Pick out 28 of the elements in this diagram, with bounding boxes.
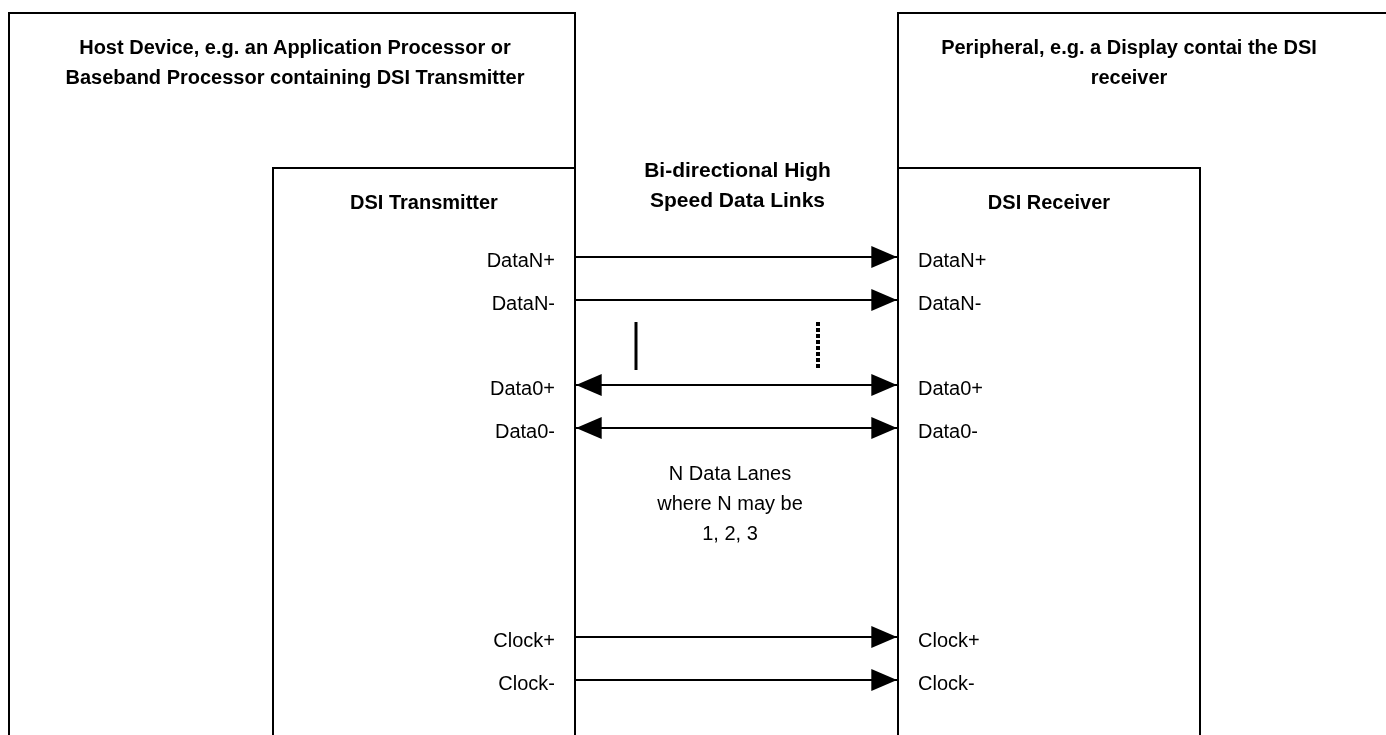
box-heading: DSI Transmitter: [349, 190, 499, 215]
arrow: [575, 417, 898, 439]
note-text: N Data Lanes where N may be 1, 2, 3: [656, 461, 804, 546]
box-heading: DSI Receiver: [986, 190, 1112, 215]
block-box: [897, 167, 1201, 735]
arrow: [575, 289, 898, 311]
pin-name: Clock+: [918, 628, 981, 653]
pin-name: Data0+: [918, 376, 985, 401]
pin-name: DataN+: [485, 248, 555, 273]
pin-name: Clock+: [492, 628, 555, 653]
pin-name: Clock-: [497, 671, 555, 696]
box-heading: Host Device, e.g. an Application Processor or Baseband Processor containing DSI Transmitter: [65, 35, 525, 90]
arrow: [575, 374, 898, 396]
arrow: [575, 626, 898, 648]
pin-name: Clock-: [918, 671, 976, 696]
device-box: [8, 12, 576, 735]
arrow: [575, 246, 898, 268]
link-caption: Bi-directional High Speed Data Links: [643, 157, 832, 213]
pin-name: Data0-: [493, 419, 555, 444]
pin-name: Data0+: [488, 376, 555, 401]
box-heading: Peripheral, e.g. a Display contai the DSI receiver: [940, 35, 1318, 90]
arrow: [575, 669, 898, 691]
device-box: [897, 12, 1386, 735]
block-box: [272, 167, 576, 735]
pin-name: DataN-: [490, 291, 555, 316]
pin-name: Data0-: [918, 419, 980, 444]
pin-name: DataN+: [918, 248, 988, 273]
pin-name: DataN-: [918, 291, 983, 316]
